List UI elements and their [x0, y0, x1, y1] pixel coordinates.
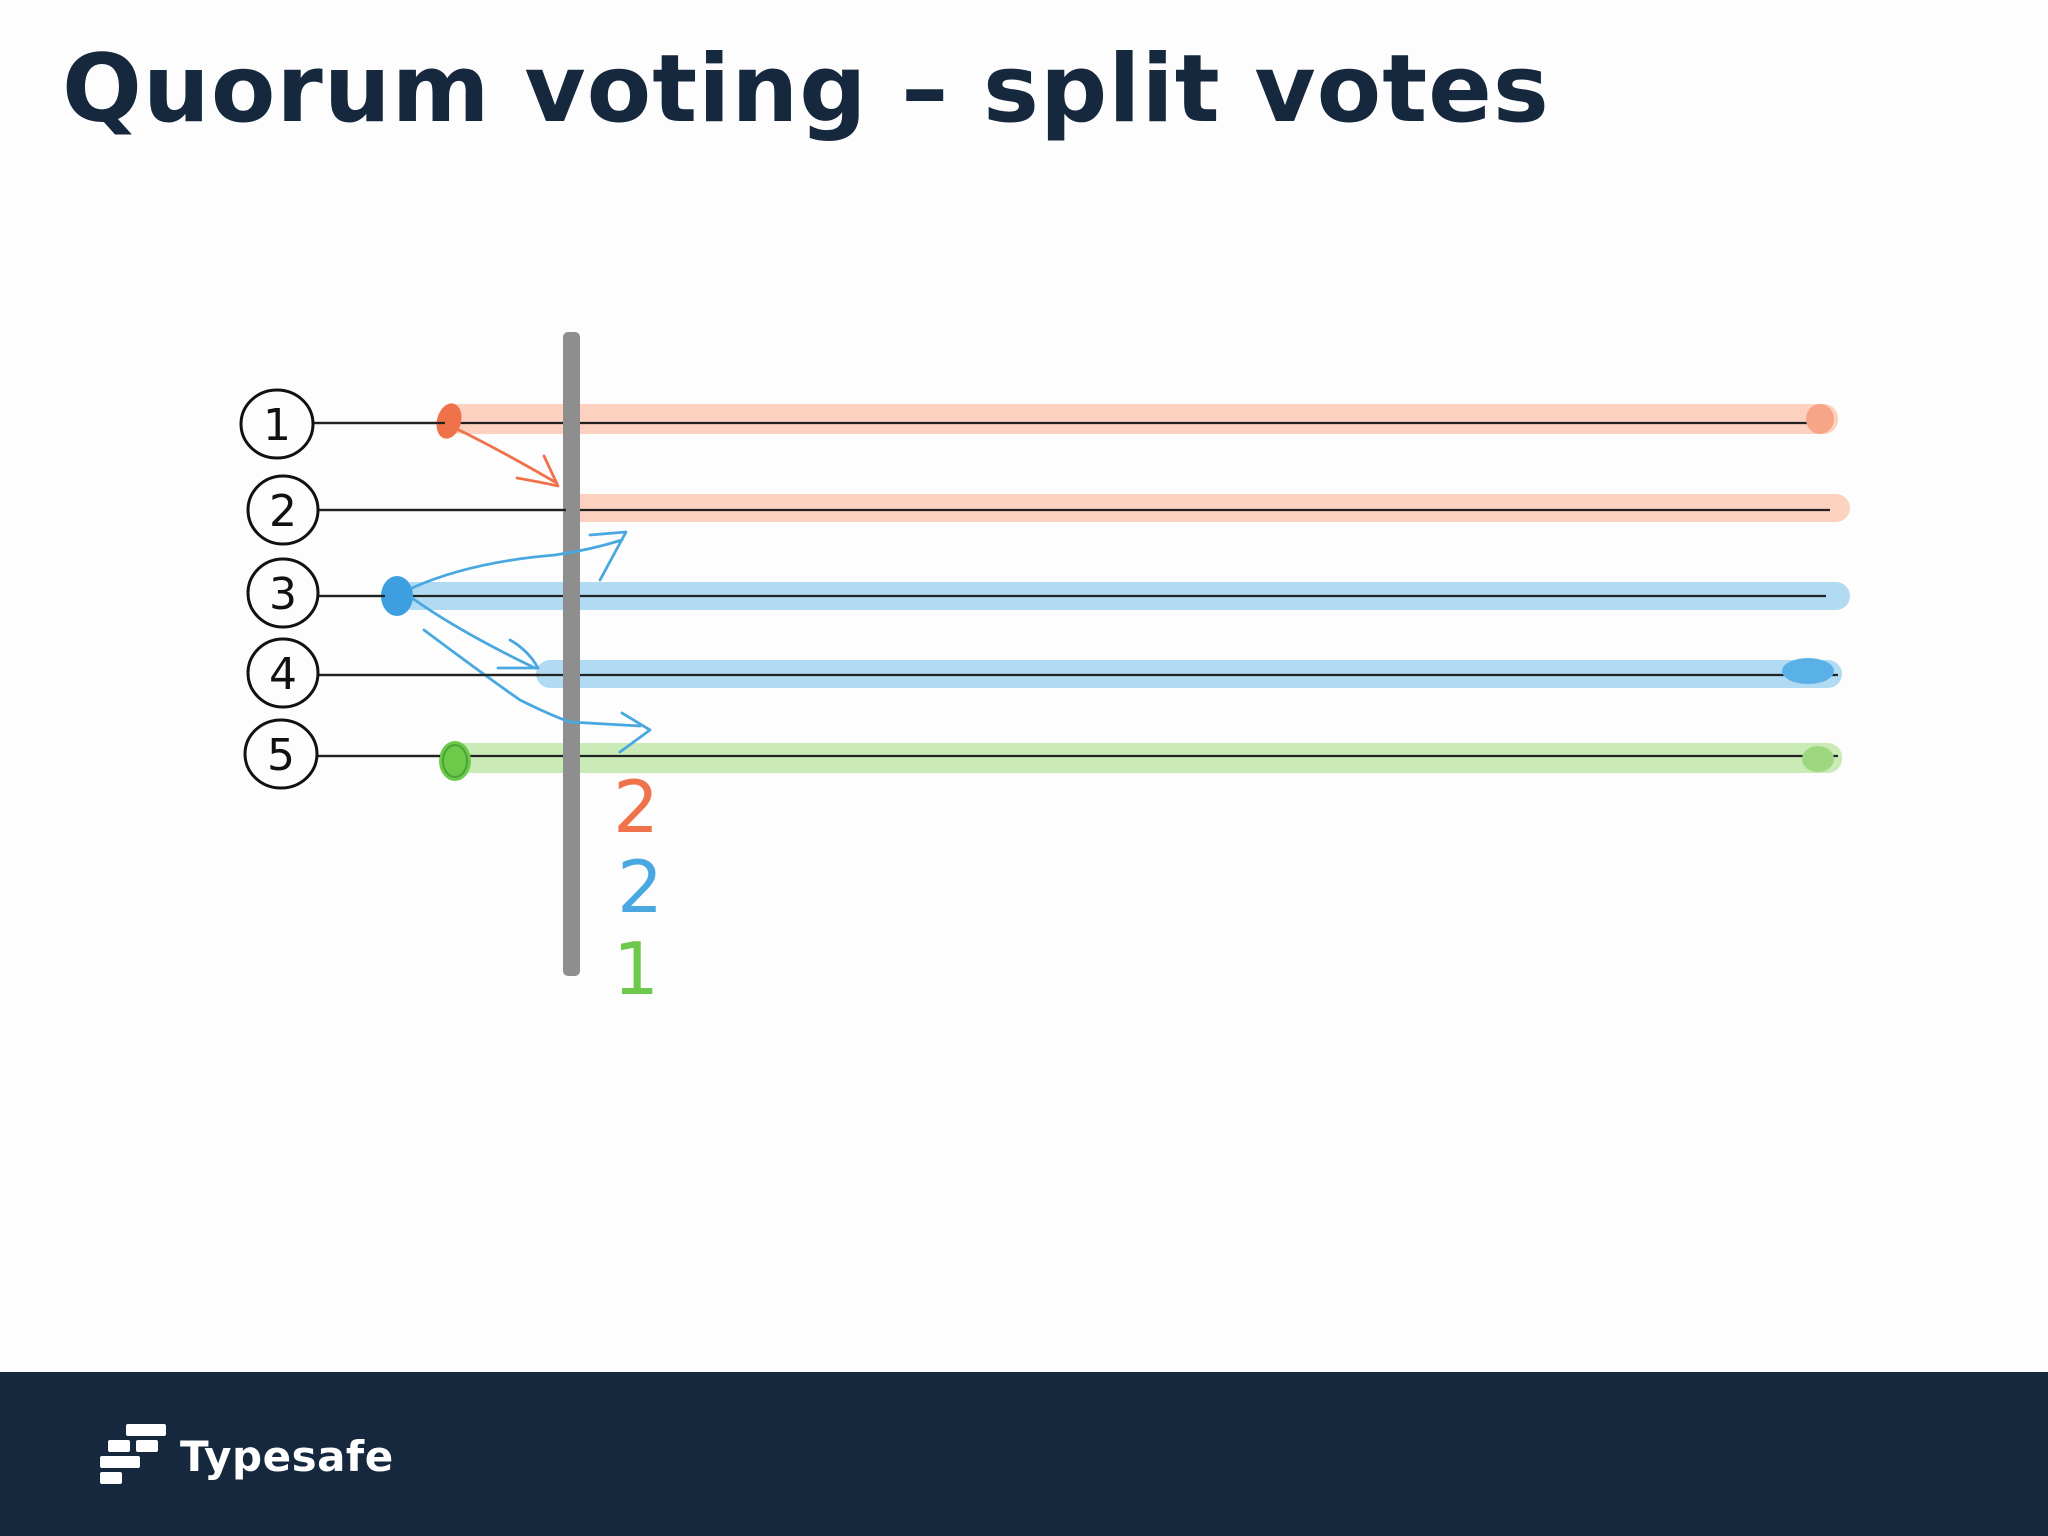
node-5-end-cap: [1802, 746, 1834, 772]
node-1-label: 1: [263, 400, 291, 451]
node-3: 3: [246, 557, 385, 629]
vote-arrow-3-to-5: [422, 628, 642, 728]
node-5-label: 5: [267, 730, 295, 781]
vote-arrow-3-to-4-head: [496, 638, 540, 670]
node-1: 1: [239, 388, 445, 460]
brand-name: Typesafe: [180, 1431, 394, 1481]
node-4: 4: [246, 637, 540, 709]
candidate-dot-node-5-ring: [442, 744, 468, 778]
brand: Typesafe: [100, 1424, 394, 1488]
candidate-dot-node-1: [436, 403, 462, 439]
node-4-label: 4: [269, 649, 297, 700]
timeout-divider: [563, 332, 580, 976]
vote-arrow-3-to-4: [410, 596, 537, 670]
node-5-band: [450, 743, 1842, 773]
node-1-end-cap: [1806, 404, 1834, 434]
node-4-end-cap: [1782, 658, 1834, 684]
footer-bar: Typesafe: [0, 1372, 2048, 1536]
quorum-diagram: 1 2 3 4 5 2 2 1: [239, 332, 1850, 1011]
vote-arrow-3-to-2: [410, 538, 624, 590]
vote-arrow-3-to-2-head: [588, 530, 628, 582]
vote-arrow-1-to-2: [453, 426, 557, 484]
tally-green: 1: [613, 927, 659, 1011]
tally-orange: 2: [613, 765, 659, 849]
node-3-label: 3: [269, 569, 297, 620]
tally-blue: 2: [617, 845, 663, 929]
vote-arrow-3-to-5-head: [618, 711, 652, 754]
node-2-label: 2: [269, 486, 297, 537]
candidate-dot-node-5: [439, 741, 471, 781]
node-1-band: [446, 404, 1838, 434]
candidate-dot-node-3: [381, 576, 413, 616]
vote-arrow-1-to-2-head: [515, 454, 560, 488]
slide-title: Quorum voting – split votes: [62, 35, 1550, 144]
node-2-band: [566, 494, 1850, 522]
node-5: 5: [243, 718, 440, 790]
node-2: 2: [246, 474, 566, 546]
typesafe-logo-icon: [100, 1424, 166, 1484]
